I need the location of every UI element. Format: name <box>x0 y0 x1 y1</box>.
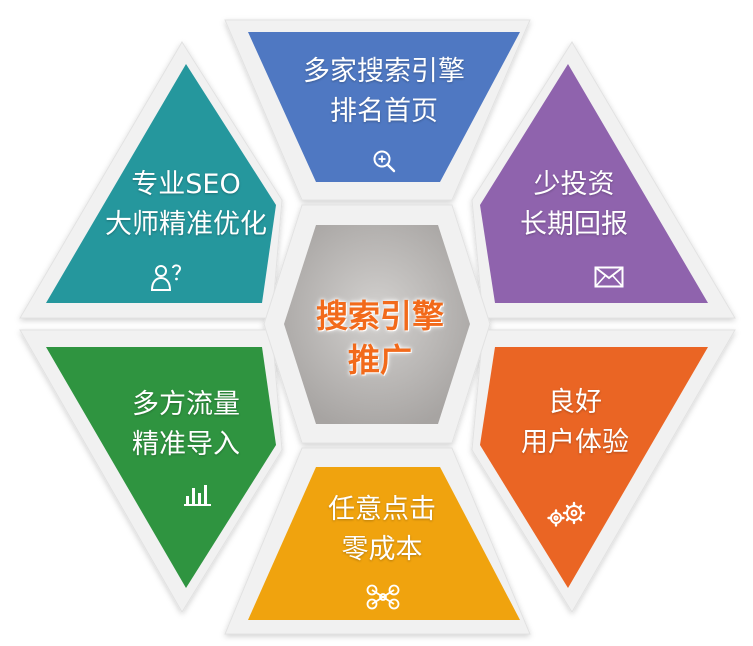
bottom-segment-label: 任意点击 零成本 <box>328 490 436 570</box>
gears-icon <box>547 501 586 527</box>
user-question-icon <box>150 264 182 291</box>
top-segment-line1: 多家搜索引擎 <box>303 56 465 87</box>
top-left-segment-label: 专业SEO 大师精准优化 <box>105 165 267 245</box>
top-right-segment-line1: 少投资 <box>533 169 615 200</box>
bottom-right-segment <box>480 347 708 588</box>
bottom-segment-line2: 零成本 <box>341 534 423 565</box>
bottom-right-segment-label: 良好 用户体验 <box>521 383 629 463</box>
bottom-left-segment-line1: 多方流量 <box>132 389 240 420</box>
bottom-right-segment-line2: 用户体验 <box>521 427 629 458</box>
bottom-segment-line1: 任意点击 <box>328 494 436 525</box>
center-title-line1: 搜索引擎 <box>315 297 445 335</box>
network-nodes-icon <box>366 584 400 610</box>
bar-chart-icon <box>184 485 211 506</box>
top-right-segment <box>480 64 708 303</box>
bottom-left-segment-label: 多方流量 精准导入 <box>132 385 240 465</box>
center-hexagon <box>284 225 470 424</box>
top-left-segment-line1: 专业SEO <box>131 169 241 200</box>
bottom-segment <box>248 467 520 620</box>
center-title: 搜索引擎 推广 <box>316 294 444 382</box>
top-segment-label: 多家搜索引擎 排名首页 <box>303 52 465 132</box>
top-segment <box>248 32 520 182</box>
top-segment-line2: 排名首页 <box>330 96 438 127</box>
top-right-segment-label: 少投资 长期回报 <box>520 165 628 245</box>
bottom-left-segment-line2: 精准导入 <box>132 429 240 460</box>
envelope-icon <box>594 266 624 288</box>
search-zoom-icon <box>373 150 396 173</box>
bottom-left-segment <box>46 347 276 588</box>
top-right-segment-line2: 长期回报 <box>520 209 628 240</box>
bottom-right-segment-line1: 良好 <box>548 387 602 418</box>
center-title-line2: 推广 <box>347 341 413 379</box>
top-left-segment <box>46 64 276 303</box>
top-left-segment-line2: 大师精准优化 <box>105 209 267 240</box>
